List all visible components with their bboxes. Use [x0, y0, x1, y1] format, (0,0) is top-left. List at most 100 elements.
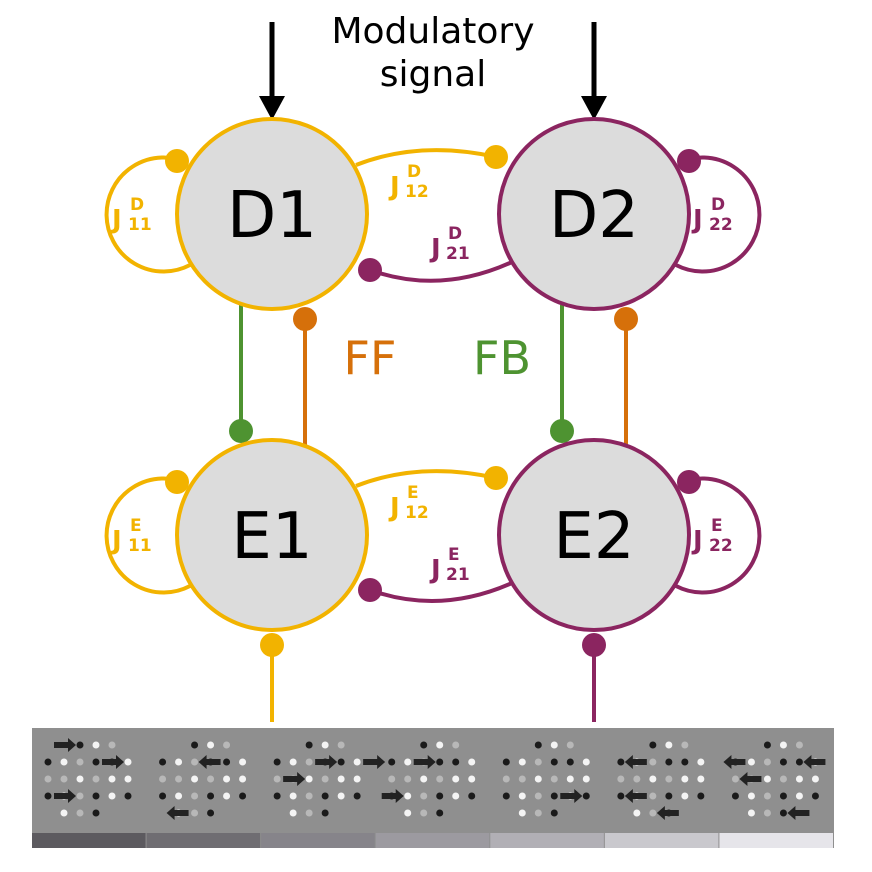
stimulus-dot: [747, 758, 755, 766]
stimulus-dot: [60, 809, 68, 817]
stimulus-background: [32, 728, 834, 848]
coupling-superscript: D: [711, 195, 725, 215]
stimulus-dot: [191, 775, 199, 783]
stimulus-dot: [550, 758, 558, 766]
stimulus-dot: [207, 809, 215, 817]
stimulus-dot: [665, 775, 673, 783]
stimulus-dot: [76, 775, 84, 783]
stimulus-dot: [404, 809, 412, 817]
stimulus-panel: [502, 741, 590, 817]
stimulus-dot: [44, 775, 52, 783]
stimulus-dot: [388, 775, 396, 783]
stimulus-dot: [649, 792, 657, 800]
stimulus-dot: [436, 809, 444, 817]
stimulus-dot: [223, 775, 231, 783]
stimulus-dot: [665, 758, 673, 766]
title-line-2: signal: [380, 54, 487, 95]
coupling-label-je21: J E 21: [429, 545, 470, 585]
stimulus-dot: [779, 792, 787, 800]
coupling-symbol: J: [388, 493, 400, 523]
stimulus-dot: [747, 792, 755, 800]
coupling-symbol: J: [110, 526, 122, 556]
stimulus-dot: [159, 775, 167, 783]
stimulus-dot: [404, 775, 412, 783]
stimulus-dot: [108, 741, 116, 749]
stimulus-dot: [518, 792, 526, 800]
stimulus-dot: [436, 758, 444, 766]
stimulus-dot: [550, 792, 558, 800]
stimulus-dot: [763, 792, 771, 800]
stimulus-dot: [239, 792, 247, 800]
arrow-right-icon: [413, 755, 436, 769]
stimulus-dot: [763, 809, 771, 817]
coupling-symbol: J: [429, 555, 441, 585]
coupling-subscript: 22: [709, 215, 733, 235]
coupling-superscript: E: [448, 545, 460, 565]
coupling-subscript: 12: [405, 182, 429, 202]
stimulus-dot: [518, 758, 526, 766]
feedback-label: FB: [473, 331, 531, 385]
node-e2: E2: [497, 438, 691, 632]
stimulus-dot: [305, 775, 313, 783]
feedforward-connection-2: [614, 307, 638, 445]
stimulus-dot: [191, 809, 199, 817]
coupling-subscript: 11: [128, 215, 152, 235]
stimulus-dot: [124, 758, 132, 766]
stimulus-dot: [76, 758, 84, 766]
stimulus-dot: [681, 758, 689, 766]
arrow-right-icon: [102, 755, 124, 769]
stimulus-dot: [60, 758, 68, 766]
stimulus-dot: [811, 792, 819, 800]
stimulus-dot: [404, 758, 412, 766]
stimulus-dot: [76, 792, 84, 800]
stimulus-dot: [321, 792, 329, 800]
stimulus-dot: [763, 758, 771, 766]
node-d2-label: D2: [549, 179, 639, 253]
stimulus-dot: [289, 758, 297, 766]
node-e1: E1: [175, 438, 369, 632]
stimulus-dot: [534, 809, 542, 817]
stimulus-dot: [337, 741, 345, 749]
stimulus-dot: [617, 758, 625, 766]
stimulus-dot: [731, 775, 739, 783]
stimulus-dot: [159, 758, 167, 766]
stimulus-dot: [420, 775, 428, 783]
coherence-bar-segment: [490, 833, 604, 848]
coupling-subscript: 21: [446, 244, 470, 264]
stimulus-dot: [207, 741, 215, 749]
stimulus-dot: [191, 758, 199, 766]
stimulus-dot: [502, 758, 510, 766]
stimulus-dot: [779, 758, 787, 766]
stimulus-dot: [92, 809, 100, 817]
stimulus-dot: [159, 792, 167, 800]
stimulus-dot: [550, 741, 558, 749]
stimulus-dot: [92, 792, 100, 800]
arrow-right-icon: [560, 789, 583, 803]
coupling-label-je22: J E 22: [691, 516, 733, 556]
stimulus-dot: [273, 792, 281, 800]
node-d1-label: D1: [227, 179, 317, 253]
coupling-subscript: 12: [405, 503, 429, 523]
stimulus-dot: [779, 775, 787, 783]
stimulus-dot: [468, 758, 476, 766]
title-line-1: Modulatory: [331, 11, 534, 52]
stimulus-dot: [566, 775, 574, 783]
stimulus-dot: [649, 775, 657, 783]
connection-e21: [358, 578, 513, 603]
stimulus-dot: [795, 792, 803, 800]
stimulus-dot: [175, 792, 183, 800]
synapse-dot-d11: [165, 149, 189, 173]
arrow-right-icon: [381, 789, 404, 803]
self-loop-d11: [104, 149, 191, 274]
coherence-bar-segment: [146, 833, 261, 848]
stimulus-dot: [404, 792, 412, 800]
stimulus-panel: [44, 738, 132, 817]
stimulus-dot: [518, 809, 526, 817]
synapse-dot-e22: [677, 470, 701, 494]
synapse-dot-e21: [358, 578, 382, 602]
stimulus-dot: [795, 758, 803, 766]
synapse-dot-d21: [358, 258, 382, 282]
node-d2: D2: [497, 117, 691, 311]
stimulus-dot: [191, 741, 199, 749]
